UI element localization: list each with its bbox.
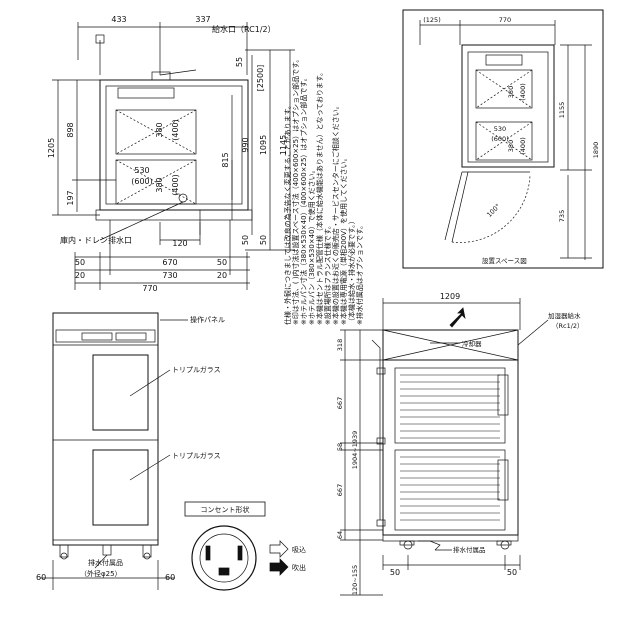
- side-dim-50a: 50: [390, 568, 400, 577]
- dim-1095: 1095: [259, 135, 268, 155]
- front-view-text: 操作パネル トリプルガラス トリプルガラス 排水付属品 （外径φ25） 60 6…: [36, 315, 225, 582]
- cl-dim-530: 530: [494, 125, 506, 133]
- glass-label-2: トリプルガラス: [172, 451, 221, 460]
- cl-dim-400b: (400): [519, 137, 527, 154]
- dim-530: 530: [134, 166, 149, 175]
- side-dim-50b: 50: [507, 568, 517, 577]
- side-dim-667b: 667: [336, 484, 344, 496]
- note-3: ※ホテルパン（380×530×40）で使用ください。: [307, 166, 316, 325]
- dim-2500: [2500]: [256, 65, 265, 92]
- note-1: ※印は寸法、( )内寸法は設置スペース寸法（400×600×25）はオプション部…: [291, 56, 300, 325]
- cooler-label: 冷却器: [462, 339, 482, 348]
- top-view: [52, 22, 295, 290]
- dim-730: 730: [162, 271, 177, 280]
- dim-337: 337: [195, 15, 210, 24]
- cl-dim-125: (125): [423, 16, 440, 24]
- dim-380b: 380: [155, 177, 164, 192]
- note-9: ※排水付属品はオプションです。: [355, 222, 364, 325]
- dim-670: 670: [162, 258, 177, 267]
- side-dim-58: 58: [336, 443, 344, 451]
- dim-433: 433: [111, 15, 126, 24]
- side-view-text: 1209 加湿器給水 （Rc1/2） 冷却器 排水付属品 318 667 58 …: [336, 292, 584, 595]
- cl-dim-1155: 1155: [558, 102, 566, 119]
- humidifier-label: 加湿器給水: [548, 311, 581, 320]
- front-view: [40, 312, 188, 590]
- front-dim-60a: 60: [36, 573, 46, 582]
- dim-770: 770: [142, 284, 157, 293]
- side-dim-318: 318: [336, 339, 344, 351]
- side-dim-64: 64: [336, 531, 344, 539]
- humid-spec-label: （Rc1/2）: [552, 322, 584, 330]
- intake-label: 吸込: [292, 545, 306, 554]
- dim-197: 197: [66, 190, 75, 205]
- note-7: ※本機は専用電源（単相200V）を使用してください。: [339, 154, 348, 325]
- dim-120: 120: [172, 239, 187, 248]
- side-dim-120-155: 120~155: [351, 565, 359, 595]
- note-4: ※本機はセントラル配管仕様（本体に給水機能はありません）となっております。: [315, 69, 324, 325]
- front-dim-60b: 60: [165, 573, 175, 582]
- dim-50d: 50: [217, 258, 227, 267]
- outlet-title: コンセント形状: [201, 505, 250, 514]
- note-2: ※ホテルパン寸法（380×530×40）（400×600×25）はオプション部品…: [299, 74, 308, 325]
- clearance-caption: 設置スペース図: [482, 256, 527, 265]
- note-5: ※設置場所はフランス仕様です。: [323, 222, 332, 325]
- top-view-text: 433 337 給水口（RC1/2） 55 [2500] 1205 898 19…: [47, 15, 288, 293]
- note-0: 仕様・外観につきましては改良の為予告なく変更することがあります。: [283, 102, 292, 325]
- dim-400a: (400): [171, 119, 180, 141]
- cl-dim-400a: (400): [519, 83, 527, 100]
- glass-label-1: トリプルガラス: [172, 365, 221, 374]
- dim-990: 990: [241, 137, 250, 152]
- dim-400b: (400): [171, 174, 180, 196]
- side-dim-667a: 667: [336, 397, 344, 409]
- dim-55: 55: [235, 57, 244, 67]
- dim-380a: 380: [155, 122, 164, 137]
- side-dim-1209: 1209: [440, 292, 460, 301]
- dim-50b: 50: [259, 235, 268, 245]
- note-6: ※本機の設置はお近くの販売店・サービスセンターにご相談ください。: [331, 102, 340, 325]
- drain-acc-label: 排水付属品: [88, 558, 123, 567]
- dim-20b: 20: [217, 271, 227, 280]
- dim-20a: 20: [75, 271, 85, 280]
- side-view: [340, 298, 549, 596]
- dim-815: 815: [221, 152, 230, 167]
- cl-dim-100deg: 100°: [485, 202, 502, 219]
- cl-dim-735: 735: [558, 210, 566, 222]
- dim-1145: 1145: [279, 135, 288, 155]
- panel-label: 操作パネル: [190, 315, 225, 324]
- dim-898: 898: [66, 122, 75, 137]
- cl-dim-1890: 1890: [592, 142, 600, 159]
- cl-dim-600: (600): [491, 135, 508, 143]
- note-8: （本機は給水・排水が必要です。）: [347, 217, 356, 325]
- dim-600: (600): [131, 177, 153, 186]
- drain-label: 庫内・ドレン排水口: [60, 235, 132, 245]
- dim-1205: 1205: [47, 138, 56, 158]
- clearance-text: (125) 770 380 (400) 530 (600) 380 (400) …: [423, 16, 600, 265]
- drain-dia-label: （外径φ25）: [80, 569, 122, 578]
- dim-50a: 50: [241, 235, 250, 245]
- cl-dim-380b: 380: [507, 140, 515, 152]
- cl-dim-770: 770: [499, 16, 511, 24]
- dim-50c: 50: [75, 258, 85, 267]
- outlet-text: コンセント形状 吸込 吹出: [201, 505, 307, 572]
- clearance-view: [402, 9, 604, 269]
- outlet-diagram: [184, 501, 289, 591]
- exhaust-label: 吹出: [292, 563, 306, 572]
- side-drain-acc-label: 排水付属品: [453, 545, 486, 554]
- cl-dim-380a: 380: [507, 86, 515, 98]
- spec-notes: 仕様・外観につきましては改良の為予告なく変更することがあります。 ※印は寸法、(…: [283, 56, 364, 325]
- side-dim-1904: 1904~1939: [351, 431, 359, 470]
- inlet-label: 給水口（RC1/2）: [212, 24, 276, 34]
